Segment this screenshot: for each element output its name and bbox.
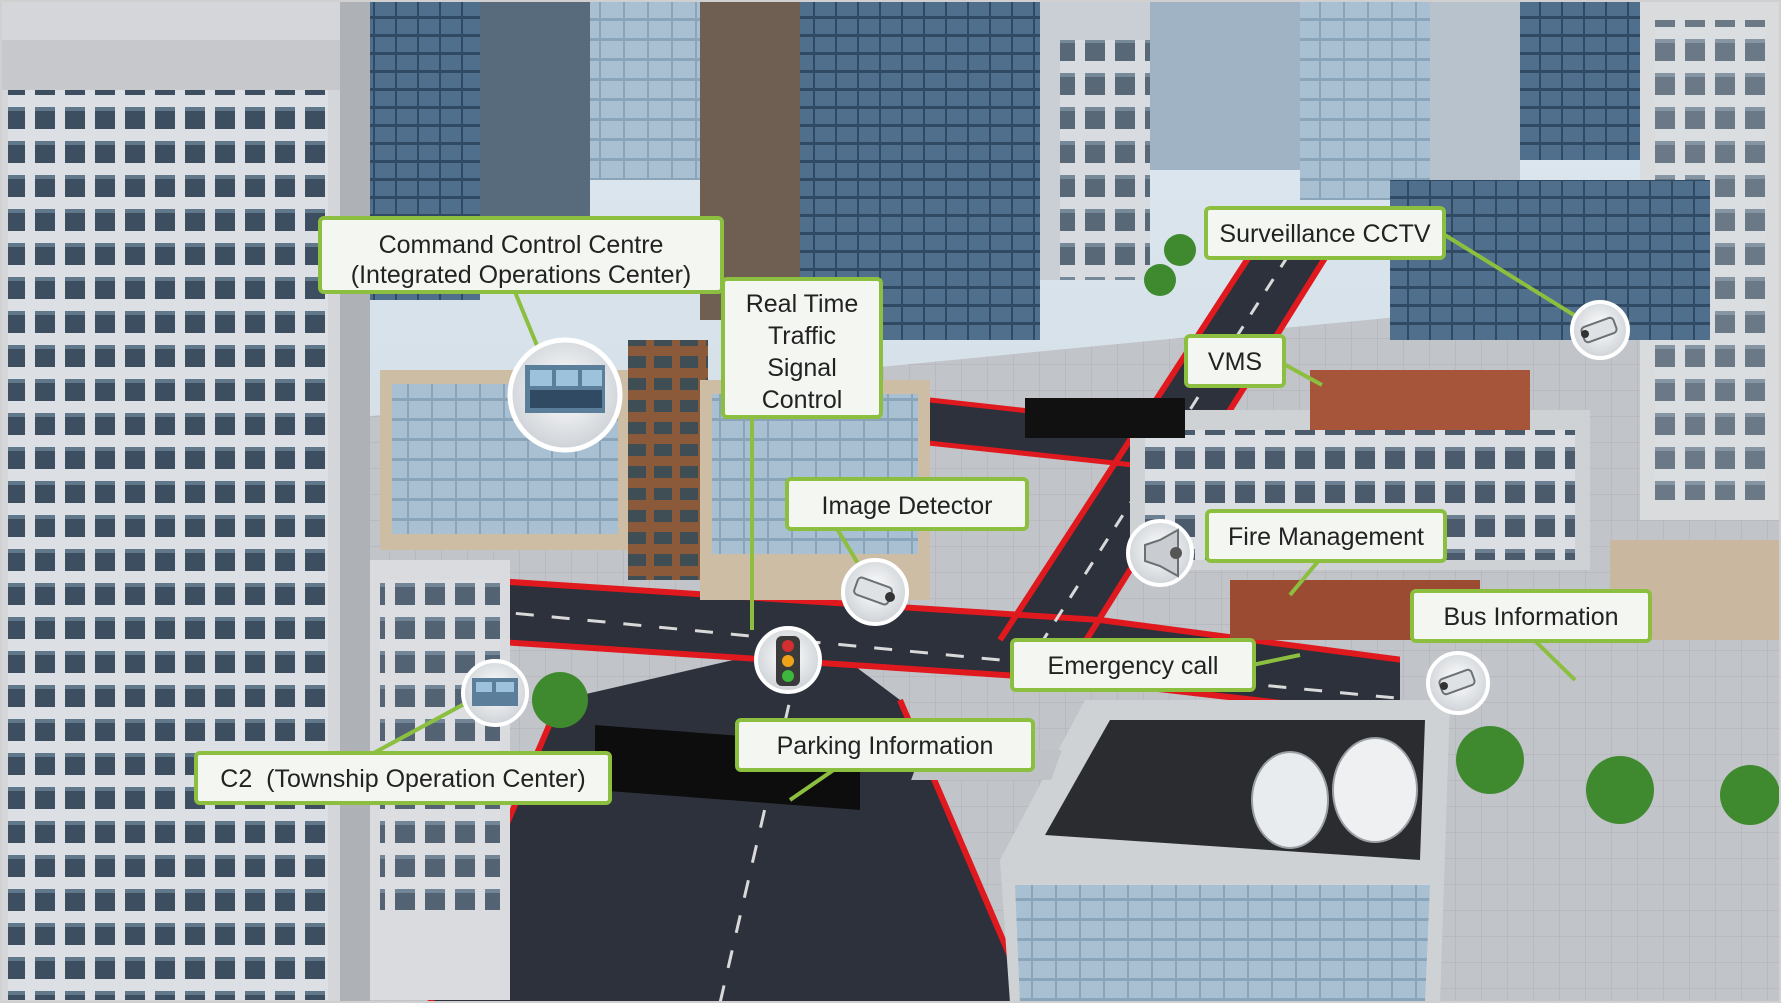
callout-label-line: Command Control Centre: [379, 231, 664, 259]
callout-c2-township[interactable]: C2 (Township Operation Center): [194, 751, 612, 805]
callout-label: Fire Management: [1228, 523, 1424, 551]
callout-label-line: Control: [762, 386, 843, 414]
callout-bus-information[interactable]: Bus Information: [1410, 589, 1652, 643]
callout-label: Bus Information: [1443, 603, 1618, 631]
traffic-light-icon[interactable]: [754, 626, 822, 694]
cctv-camera-icon[interactable]: [1570, 300, 1630, 360]
callout-label: Emergency call: [1048, 652, 1219, 680]
callout-surveillance-cctv[interactable]: Surveillance CCTV: [1204, 206, 1446, 260]
c2-township-icon[interactable]: [461, 659, 529, 727]
callout-label-line: (Integrated Operations Center): [351, 261, 691, 289]
bus-cctv-camera-icon[interactable]: [1426, 651, 1490, 715]
callout-fire-management[interactable]: Fire Management: [1205, 509, 1447, 563]
callout-vms[interactable]: VMS: [1184, 334, 1286, 388]
callout-label: Surveillance CCTV: [1219, 220, 1431, 248]
callout-label-line: Signal: [767, 354, 837, 382]
callout-label: Image Detector: [822, 492, 993, 520]
rooftop-satellite-building: [911, 700, 1450, 1003]
trees: [532, 234, 1780, 825]
command-control-icon[interactable]: [507, 337, 623, 453]
distant-towers: [340, 0, 1781, 520]
callout-emergency-call[interactable]: Emergency call: [1010, 638, 1256, 692]
vms-gantry-sign: [1025, 398, 1185, 438]
callout-label-line: Traffic: [768, 322, 836, 350]
callout-image-detector[interactable]: Image Detector: [785, 477, 1029, 531]
callout-label: C2 (Township Operation Center): [220, 765, 585, 793]
callout-label: VMS: [1208, 348, 1262, 376]
callout-label-line: Real Time: [746, 290, 859, 318]
camera-icon[interactable]: [841, 558, 909, 626]
left-office-tower: [0, 0, 510, 1003]
callout-traffic-signal[interactable]: Real Time Traffic Signal Control: [721, 277, 883, 419]
siren-speaker-icon[interactable]: [1126, 519, 1194, 587]
callout-parking-information[interactable]: Parking Information: [735, 718, 1035, 772]
callout-command-control[interactable]: Command Control Centre (Integrated Opera…: [318, 216, 724, 294]
callout-label: Parking Information: [777, 732, 994, 760]
